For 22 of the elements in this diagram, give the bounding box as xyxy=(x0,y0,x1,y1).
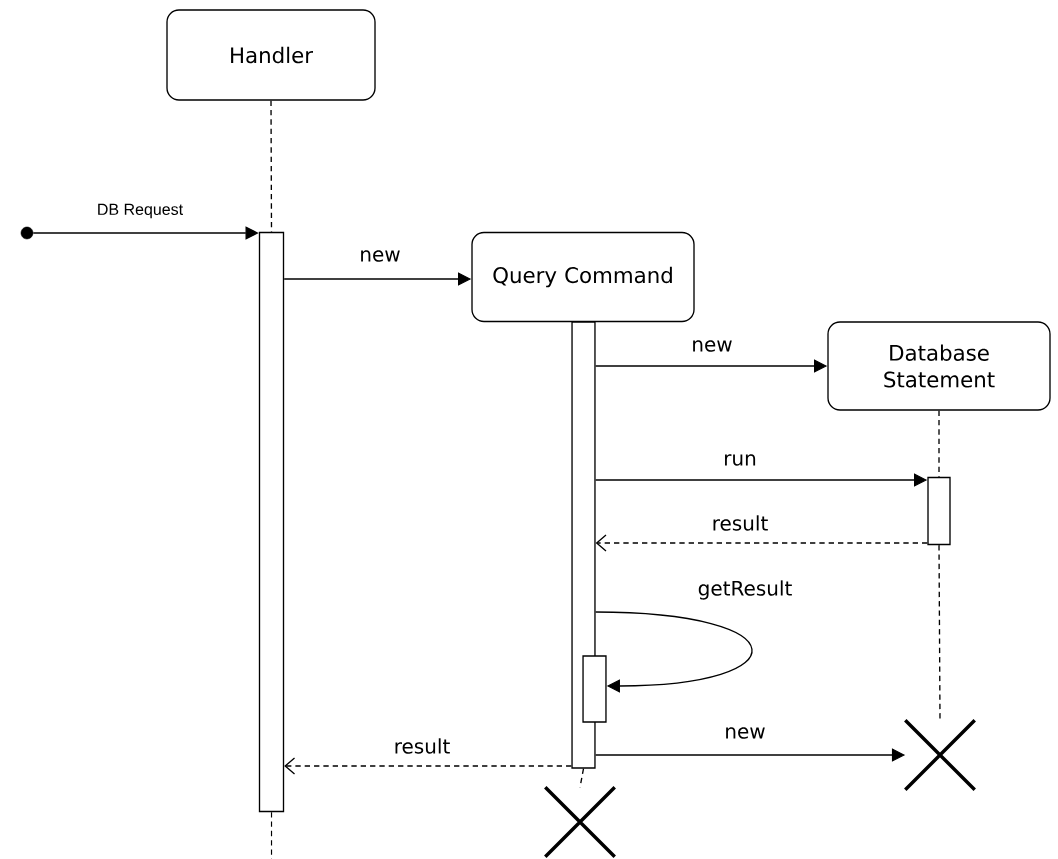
edge-label: new xyxy=(689,338,735,354)
edge-label: new xyxy=(357,248,403,264)
edge-label: result xyxy=(391,736,453,756)
message-arrow xyxy=(594,611,753,693)
lifeline-box: Database Statement xyxy=(827,321,1051,411)
activation-bar xyxy=(258,231,285,813)
edge-label: DB Request xyxy=(94,201,186,221)
activation-bar xyxy=(582,655,607,723)
return-arrow xyxy=(595,534,928,552)
edge-label: result xyxy=(709,513,771,533)
edge-label: new xyxy=(722,725,768,741)
edge-label: getResult xyxy=(695,578,795,602)
lifeline xyxy=(938,544,941,721)
destruction-mark xyxy=(543,785,617,859)
destruction-mark xyxy=(903,718,977,792)
lifeline-box: Query Command xyxy=(471,231,695,323)
lifeline-box: Handler xyxy=(166,9,376,101)
edge-label: run xyxy=(721,452,759,468)
return-arrow xyxy=(284,757,573,775)
activation-bar xyxy=(927,476,951,546)
lifeline xyxy=(270,100,273,233)
lifeline xyxy=(938,410,940,478)
